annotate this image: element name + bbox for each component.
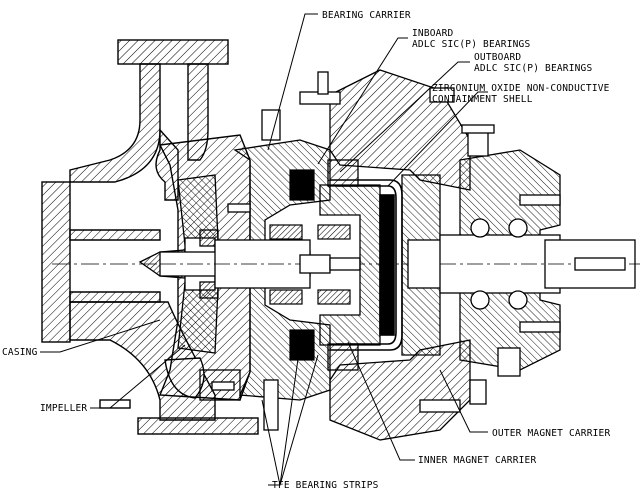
label-shell-1: ZIRCONIUM OXIDE NON-CONDUCTIVE: [432, 83, 610, 94]
pump-shaft: [159, 239, 420, 289]
label-inner-magnet-carrier: INNER MAGNET CARRIER: [418, 455, 536, 466]
casing-part: [41, 39, 259, 435]
label-inboard-2: ADLC SIC(P) BEARINGS: [412, 39, 530, 50]
label-tfe-bearing-strips: TFE BEARING STRIPS: [272, 480, 379, 491]
label-outboard-1: OUTBOARD: [474, 52, 521, 63]
label-outer-magnet-carrier: OUTER MAGNET CARRIER: [492, 428, 610, 439]
label-inboard-1: INBOARD: [412, 28, 454, 39]
drive-end-part: [439, 124, 640, 377]
label-bearing-carrier: BEARING CARRIER: [322, 10, 411, 21]
leader-lines: [40, 13, 488, 486]
containment-shell-part: [330, 179, 403, 351]
bearings-part: [269, 169, 351, 361]
label-casing: CASING: [2, 347, 38, 358]
label-impeller: IMPELLER: [40, 403, 87, 414]
label-outboard-2: ADLC SIC(P) BEARINGS: [474, 63, 592, 74]
label-shell-2: CONTAINMENT SHELL: [432, 94, 533, 105]
outer-magnet-carrier-part: [299, 69, 487, 441]
